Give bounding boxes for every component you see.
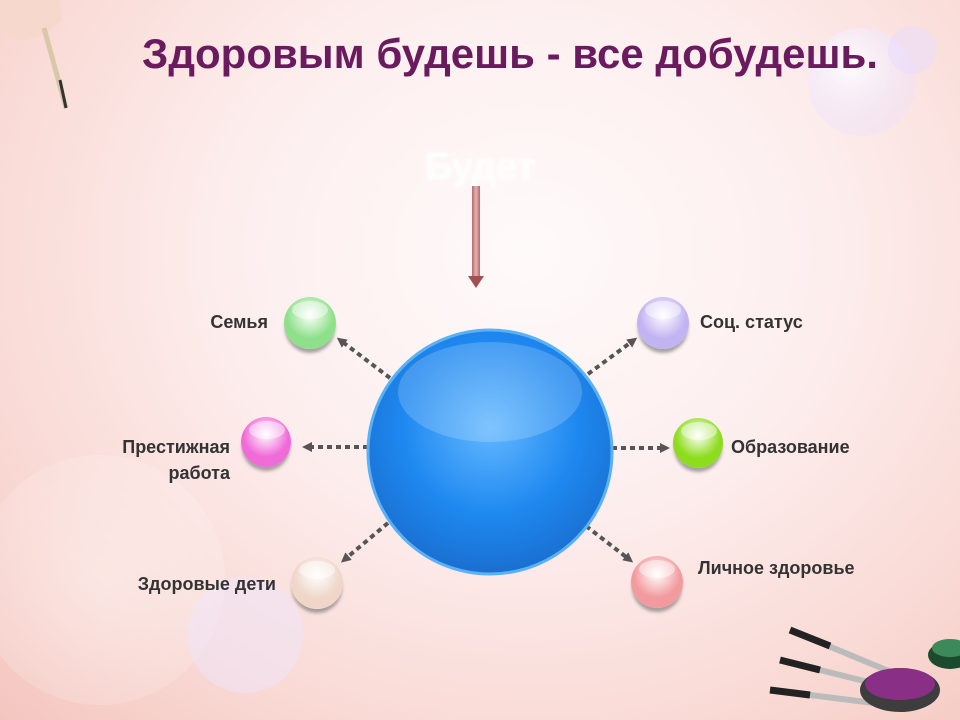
label-healthy-kids: Здоровые дети: [137, 574, 276, 594]
vertical-arrow-shaft: [472, 186, 480, 278]
slide-title: Здоровым будешь - все добудешь.: [142, 30, 878, 77]
vertical-arrow-head: [468, 276, 484, 288]
arrow-to-soc-status: [586, 337, 638, 376]
orb-semya: [284, 297, 336, 349]
cosmetics-illustration: [769, 626, 960, 712]
label-semya: Семья: [210, 312, 268, 332]
orb-prestige-work: [241, 417, 291, 467]
orb-soc-status: [637, 297, 689, 349]
faded-caption: Будет: [424, 146, 536, 188]
orb-education: [673, 418, 723, 468]
arrow-to-semya: [336, 337, 392, 380]
label-education: Образование: [731, 437, 850, 457]
label-prestige-work-line1: Престижная: [122, 437, 230, 457]
center-circle: [366, 328, 614, 576]
label-prestige-work-line2: работа: [168, 463, 231, 483]
label-prestige-work: Престижная работа: [88, 434, 230, 486]
arrow-to-personal-health: [584, 524, 634, 563]
label-soc-status: Соц. статус: [700, 312, 803, 332]
orb-personal-health: [631, 556, 683, 608]
orb-healthy-kids: [291, 557, 343, 609]
label-personal-health: Личное здоровье: [698, 558, 855, 578]
arrow-to-healthy-kids: [340, 521, 390, 563]
